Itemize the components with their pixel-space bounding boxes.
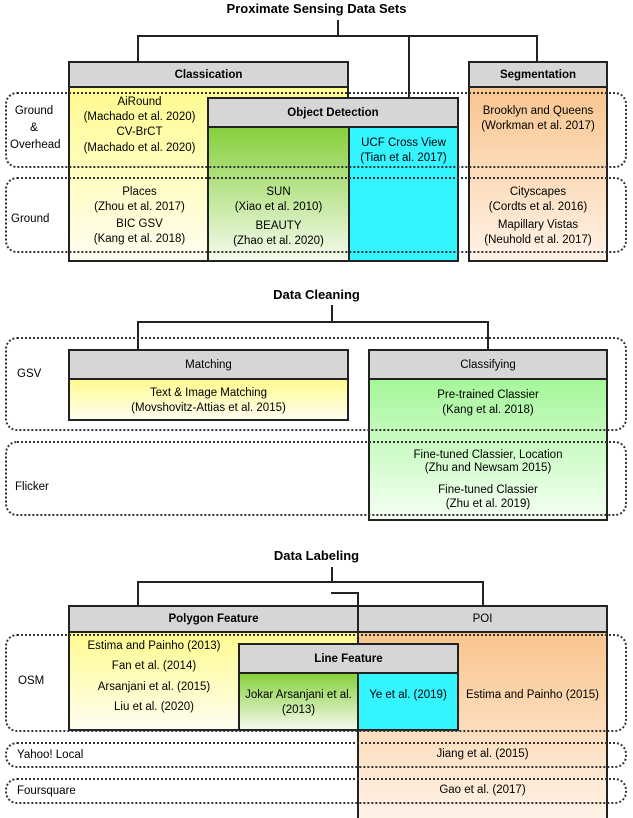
reference: Jokar Arsanjani et al. [245, 689, 352, 701]
tree-connector [137, 35, 538, 37]
row-label-gsv: GSV [17, 368, 42, 380]
cross-view-box [348, 126, 459, 262]
row-label-ground: Ground [11, 213, 50, 225]
classification-header: Classication [68, 61, 349, 88]
method-citation: (Kang et al. 2018) [442, 404, 534, 416]
line-feature-right-box [357, 672, 459, 731]
dataset-name: UCF Cross View [361, 137, 446, 149]
dataset-citation: (Zhao et al. 2020) [233, 235, 324, 247]
dataset-name: SUN [266, 186, 291, 198]
dataset-name: BEAUTY [255, 220, 302, 232]
tree-connector [137, 581, 484, 583]
segmentation-header: Segmentation [468, 61, 608, 88]
classifying-box [368, 378, 608, 521]
row-group-osm [5, 634, 627, 732]
method-name: Pre-trained Classier [437, 389, 539, 401]
method-name: Fine-tuned Classier [438, 484, 538, 496]
row-group-flicker [5, 441, 627, 516]
section2-title: Data Cleaning [273, 287, 360, 302]
method-citation: (Zhu et al. 2019) [445, 498, 531, 510]
dataset-citation: (Machado et al. 2020) [83, 111, 196, 123]
method-name: Fine-tuned Classier, Location [413, 449, 563, 461]
row-label-osm: OSM [18, 675, 45, 687]
tree-connector [482, 581, 484, 606]
tree-connector [408, 35, 410, 97]
dataset-name: Cityscapes [509, 186, 567, 198]
poi-header: POI [357, 605, 608, 633]
reference: Ye et al. (2019) [369, 689, 447, 701]
reference: Gao et al. (2017) [439, 784, 526, 796]
tree-connector [137, 35, 139, 62]
row-group-ground [5, 177, 627, 253]
dataset-name: Places [122, 186, 157, 198]
method-citation: (Movshovitz-Attias et al. 2015) [131, 402, 286, 414]
dataset-citation: (Cordts et al. 2016) [488, 201, 588, 213]
tree-connector [331, 305, 333, 322]
reference: Estima and Painho (2013) [87, 640, 221, 652]
polygon-feature-header: Polygon Feature [68, 605, 359, 633]
dataset-citation: (Neuhold et al. 2017) [484, 234, 592, 246]
dataset-name: BIC GSV [116, 218, 163, 230]
dataset-citation: (Workman et al. 2017) [481, 120, 595, 132]
dataset-name: Brooklyn and Queens [482, 105, 594, 117]
tree-connector [331, 592, 359, 594]
reference: (2013) [281, 704, 316, 716]
dataset-name: CV-BrCT [116, 126, 163, 138]
segmentation-box [468, 86, 608, 262]
row-label-text: Ground & Overhead [10, 105, 61, 151]
row-group-ground-overhead [5, 92, 627, 168]
dataset-name: AiRound [117, 96, 162, 108]
row-label-foursquare: Foursquare [17, 785, 76, 797]
row-label-flicker: Flicker [15, 481, 49, 493]
dataset-citation: (Xiao et al. 2010) [234, 201, 323, 213]
matching-box [68, 378, 349, 421]
reference: Liu et al. (2020) [114, 701, 194, 713]
reference: Jiang et al. (2015) [436, 748, 529, 760]
row-label-yahoo: Yahoo! Local [17, 749, 84, 761]
tree-connector [331, 567, 333, 582]
tree-connector [487, 321, 489, 350]
tree-connector [536, 35, 538, 62]
dataset-citation: (Zhou et al. 2017) [94, 201, 185, 213]
dataset-citation: (Machado et al. 2020) [83, 142, 196, 154]
reference: Estima and Painho (2015) [466, 689, 599, 701]
dataset-citation: (Kang et al. 2018) [93, 233, 186, 245]
row-group-foursquare [5, 778, 627, 804]
reference: Arsanjani et al. (2015) [97, 681, 211, 693]
row-label-ground-overhead: Ground & Overhead [10, 103, 61, 154]
method-name: Text & Image Matching [150, 387, 267, 399]
tree-connector [357, 592, 359, 606]
section1-title: Proximate Sensing Data Sets [226, 1, 407, 16]
tree-connector [137, 321, 489, 323]
row-group-yahoo [5, 742, 627, 768]
tree-connector [337, 20, 339, 36]
section3-title: Data Labeling [273, 548, 360, 563]
dataset-name: Mapillary Vistas [497, 219, 579, 231]
row-group-gsv [5, 337, 627, 431]
dataset-citation: (Tian et al. 2017) [360, 152, 447, 164]
tree-connector [137, 581, 139, 606]
reference: Fan et al. (2014) [111, 660, 197, 672]
tree-connector [137, 321, 139, 350]
method-citation: (Zhu and Newsam 2015) [424, 462, 552, 474]
line-feature-left-box [238, 672, 359, 731]
